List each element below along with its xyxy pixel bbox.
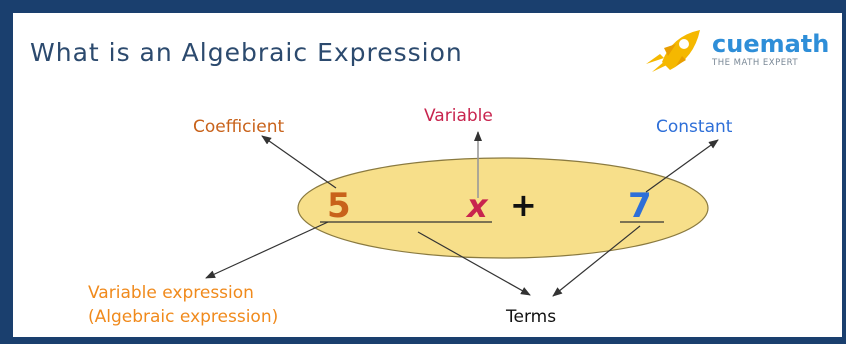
constant-label: Constant	[656, 117, 733, 137]
variable-expression-label: Variable expression	[88, 283, 254, 303]
brand-tagline: THE MATH EXPERT	[712, 58, 799, 68]
coefficient-value: 5	[327, 186, 351, 226]
plus-operator: +	[510, 186, 537, 224]
brand-logo: cuemath THE MATH EXPERT	[642, 26, 842, 76]
page-title: What is an Algebraic Expression	[30, 38, 463, 67]
expression-ellipse	[297, 157, 709, 259]
terms-arrow-left	[417, 231, 531, 296]
variable-label: Variable	[424, 106, 493, 126]
constant-arrow	[645, 139, 719, 193]
variable-expression-arrow	[205, 221, 329, 279]
algebraic-expression-label: (Algebraic expression)	[88, 307, 278, 327]
variable-value: x	[465, 187, 489, 225]
coefficient-label: Coefficient	[193, 117, 284, 137]
terms-label: Terms	[505, 307, 556, 327]
coefficient-arrow	[261, 135, 337, 189]
rocket-icon	[646, 30, 700, 72]
brand-name: cuemath	[712, 30, 830, 58]
terms-arrow-right	[552, 225, 641, 297]
constant-value: 7	[628, 186, 652, 226]
